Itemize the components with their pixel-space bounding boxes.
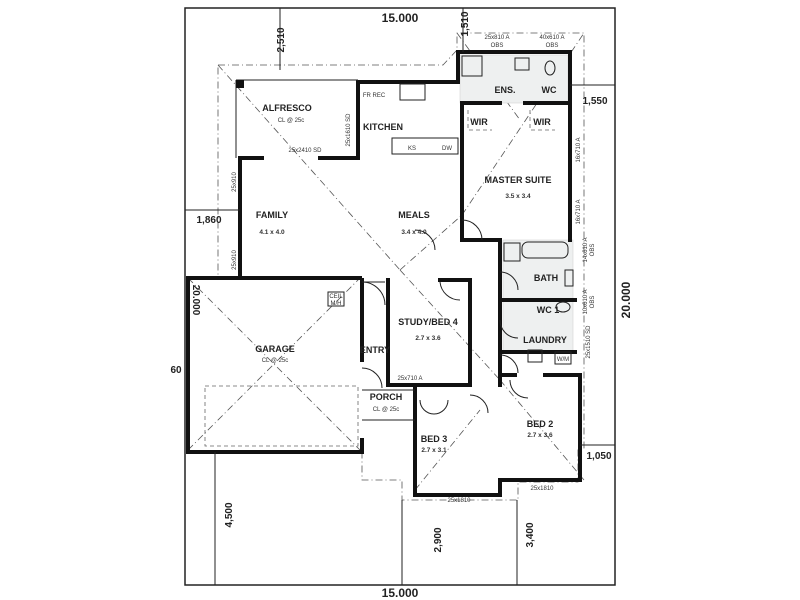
wir-label: WIR [533,117,551,127]
kitchen-sink-label: KS [408,146,416,152]
roof-hip-line [187,277,361,451]
ensuite-floor [459,54,569,104]
roof-hip-line [456,32,521,121]
bed3-size: 2.7 x 3.1 [421,447,447,454]
bed2-size: 2.7 x 3.6 [527,432,553,439]
entry-label: ENTRY [360,345,390,355]
ensuite-label: ENS. [494,85,515,95]
roof-hip-line [399,269,501,381]
laundry-label: LAUNDRY [523,335,567,345]
master-suite-size: 3.5 x 3.4 [505,193,531,200]
roof-outline [187,32,585,501]
window-code: 25x910 [232,249,238,269]
boundary-right-dimension: 20.000 [619,281,633,318]
ceiling-manhole-label: CEIL [329,294,343,300]
lot-boundary [184,7,616,586]
setback-dimension: 3,400 [525,522,536,547]
door-code: 25x2410 SD [288,148,322,154]
boundary-left-dimension: 20.000 [190,285,201,316]
bed2-label: BED 2 [527,419,554,429]
walls [186,50,582,497]
bath-label: BATH [534,273,558,283]
wc1-label: WC 1 [537,305,560,315]
window-obscure: OBS [590,244,596,257]
porch-note: CL @ 25c [373,407,400,413]
setback-dimension: 1,860 [196,215,221,226]
door-code: 25x1510 SD [586,325,592,359]
meals-size: 3.4 x 4.0 [401,229,427,236]
setback-dimension: 60 [170,365,182,376]
window-code: 10x610 A [583,289,589,314]
washing-machine-label: W/M [557,357,569,363]
window-code: 14x610 A [583,237,589,262]
bed3-label: BED 3 [421,434,448,444]
family-label: FAMILY [256,210,288,220]
meals-label: MEALS [398,210,430,220]
boundary-bottom-dimension: 15.000 [382,586,419,600]
setback-dimension: 1,550 [582,96,607,107]
fixtures [204,55,574,447]
window-code: 25x710 A [397,376,422,382]
window-code: 25x810 A [484,35,509,41]
window-code: 25x1810 [447,498,471,504]
alfresco-label: ALFRESCO [262,103,312,113]
window-obscure: OBS [491,43,504,49]
door-swings [361,219,529,415]
window-code: 16x710 A [576,199,582,224]
setback-dimension: 2,900 [433,527,444,552]
roof-hip-line [217,64,401,271]
study-label: STUDY/BED 4 [398,317,458,327]
window-obscure: OBS [546,43,559,49]
fridge-recess-label: FR REC [363,93,386,99]
window-code: 40x610 A [539,35,564,41]
roof-hip-line [414,409,481,491]
family-size: 4.1 x 4.0 [259,229,285,236]
kitchen-label: KITCHEN [363,122,403,132]
wir-label: WIR [470,117,488,127]
master-suite-label: MASTER SUITE [484,175,551,185]
garage-note: CL @ 25c [262,358,289,364]
wc-label: WC [542,85,557,95]
setback-dimension: 2,510 [276,27,287,52]
roof-hip-line [399,214,463,271]
garage-label: GARAGE [255,344,295,354]
alfresco-post [236,80,244,88]
porch-label: PORCH [370,392,403,402]
roof-hip-line [499,379,585,481]
study-size: 2.7 x 3.6 [415,335,441,342]
window-code: 16x710 A [576,137,582,162]
ceiling-manhole-label: M/H [331,301,342,307]
alfresco-note: CL @ 25c [278,118,305,124]
window-code: 25x1810 [530,486,554,492]
dimension-lines [185,8,615,585]
window-obscure: OBS [590,296,596,309]
roof-hip-line [187,277,361,451]
setback-dimension: 1,050 [586,451,611,462]
window-code: 25x910 [232,171,238,191]
boundary-top-dimension: 15.000 [382,11,419,25]
manhole-box [327,291,345,307]
door-code: 25x1610 SD [346,113,352,147]
dishwasher-label: DW [442,146,452,152]
wet-area-floor [502,239,574,353]
setback-dimension: 4,500 [224,502,235,527]
setback-dimension: 1,510 [460,11,471,36]
